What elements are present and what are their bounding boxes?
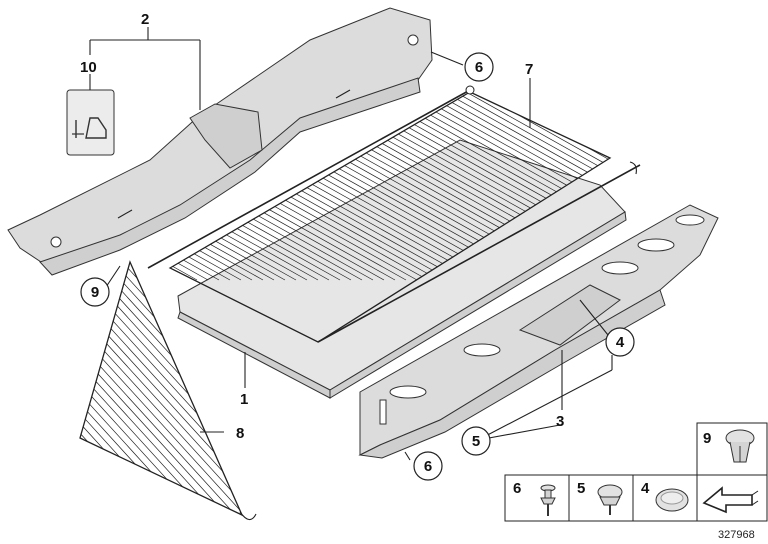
legend-label-6: 6 [513,480,521,497]
symbol-label-box [66,89,115,156]
callout-10: 10 [80,59,97,76]
callout-9: 9 [80,277,110,307]
callout-8: 8 [236,425,244,442]
callout-3: 3 [556,413,564,430]
callout-7: 7 [525,61,533,78]
svg-text:9: 9 [91,284,99,301]
callout-6-top: 6 [464,52,494,82]
small-parts-legend: 9 6 5 4 [504,422,768,522]
expanding-rivet-icon [597,484,623,515]
callouts: 2 10 6 7 9 1 4 3 8 5 6 [80,11,635,481]
legend-label-5: 5 [577,480,585,497]
screw-icon [540,484,556,516]
clip-icon [725,429,755,463]
side-trim-panel-upper [7,7,433,276]
leader-lines [89,27,613,461]
callout-5: 5 [461,426,491,456]
arrow-icon [702,486,759,514]
svg-text:4: 4 [616,334,625,351]
legend-cell-6 [504,474,570,522]
side-trim-panel-lower [358,204,719,459]
callout-2: 2 [141,11,149,28]
svg-text:5: 5 [472,433,480,450]
plug-cap-icon [655,488,689,512]
svg-text:6: 6 [475,59,483,76]
callout-6-bottom: 6 [413,451,443,481]
callout-4: 4 [605,327,635,357]
legend-label-4: 4 [641,480,650,497]
svg-text:6: 6 [424,458,432,475]
callout-1: 1 [240,391,248,408]
legend-label-9: 9 [703,430,711,447]
drawing-number: 327968 [718,529,755,541]
